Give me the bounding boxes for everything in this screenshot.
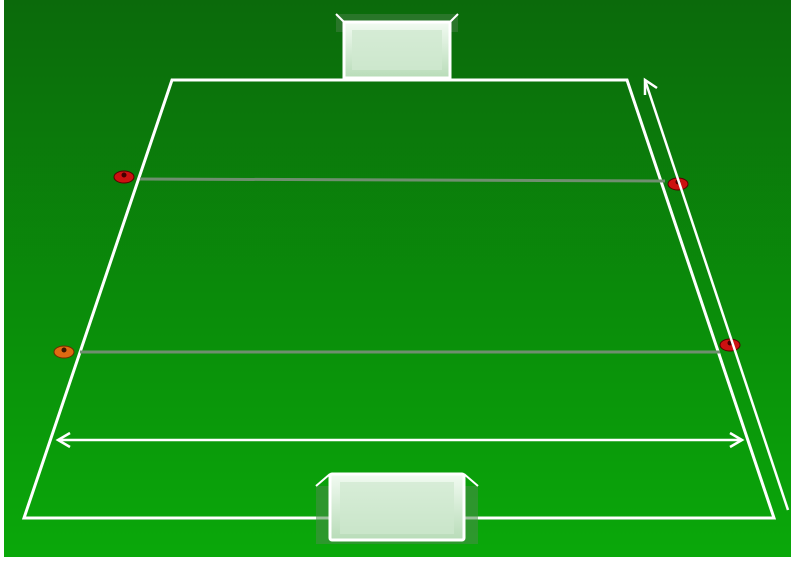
bottom-margin — [0, 557, 791, 561]
bottom-goal — [316, 474, 478, 544]
cone-left-upper — [114, 171, 134, 183]
cone-right-lower — [720, 339, 740, 351]
top-goal — [336, 14, 458, 78]
cone-left-lower — [54, 346, 74, 358]
zone-line-upper — [140, 179, 665, 181]
